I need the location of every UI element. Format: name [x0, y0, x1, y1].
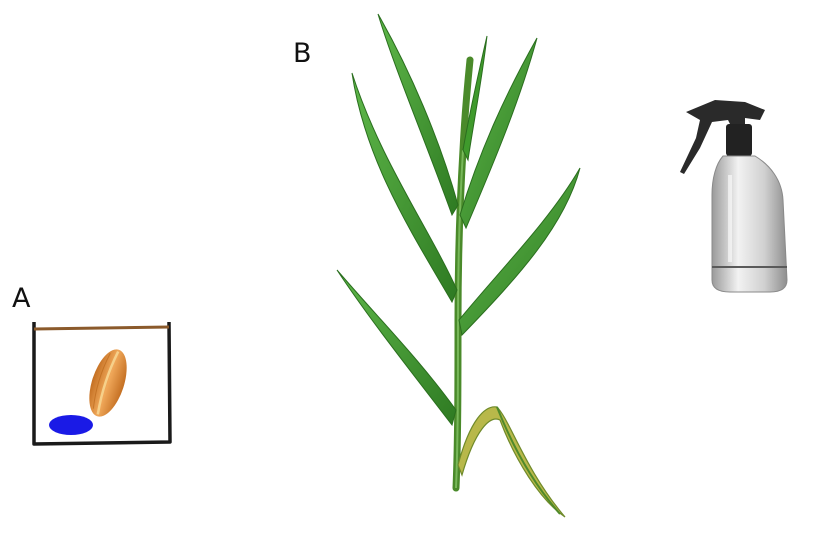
spray-bottle-icon — [680, 100, 787, 292]
blue-spot — [49, 415, 93, 435]
leaf-left-lower — [337, 270, 456, 425]
seed-icon — [82, 345, 134, 421]
spray-neck — [726, 124, 752, 156]
plant-illustration — [337, 14, 580, 517]
spray-body — [712, 156, 787, 292]
panel-a-container — [34, 322, 170, 444]
container-lid — [34, 327, 169, 329]
leaf-left-upper — [352, 73, 457, 302]
